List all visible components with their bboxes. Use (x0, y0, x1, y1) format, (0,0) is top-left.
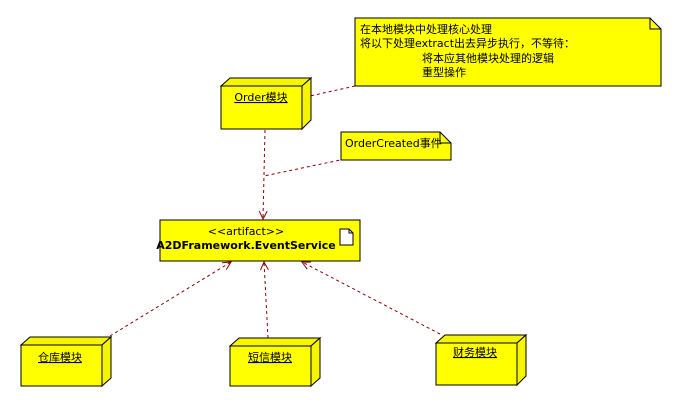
edges (109, 85, 441, 339)
sms-to-eventservice-edge[interactable] (264, 262, 268, 339)
core-note-line-2: 将以下处理extract出去异步执行，不等待： (360, 36, 575, 50)
core-note-line-1: 在本地模块中处理核心处理 (360, 22, 492, 36)
core-note-line-3: 将本应其他模块处理的逻辑 (422, 51, 554, 65)
document-icon (339, 228, 354, 246)
event-note[interactable]: OrderCreated事件 (340, 131, 452, 161)
core-note-anchor-line[interactable] (309, 85, 356, 97)
finance-node-label: 财务模块 (453, 345, 497, 359)
event-note-text: OrderCreated事件 (345, 137, 442, 150)
artifact-stereotype: <<artifact>> (208, 225, 284, 238)
order-node[interactable]: Order模块 (219, 76, 313, 131)
warehouse-node[interactable]: 仓库模块 (19, 335, 113, 388)
artifact-name: A2DFramework.EventService (156, 239, 335, 252)
warehouse-to-eventservice-edge[interactable] (109, 262, 231, 337)
core-note-line-4: 重型操作 (422, 65, 466, 79)
warehouse-node-label: 仓库模块 (38, 350, 82, 364)
core-note[interactable]: 在本地模块中处理核心处理 将以下处理extract出去异步执行，不等待： 将本应… (354, 17, 662, 87)
sms-node-label: 短信模块 (248, 350, 292, 364)
finance-node[interactable]: 财务模块 (434, 333, 528, 387)
order-to-eventservice-edge[interactable] (263, 129, 265, 219)
sms-node[interactable]: 短信模块 (228, 336, 322, 388)
finance-to-eventservice-edge[interactable] (302, 262, 441, 335)
eventservice-artifact[interactable]: <<artifact>> A2DFramework.EventService (156, 219, 361, 262)
order-node-label: Order模块 (234, 91, 287, 104)
event-note-anchor-line[interactable] (263, 158, 346, 177)
